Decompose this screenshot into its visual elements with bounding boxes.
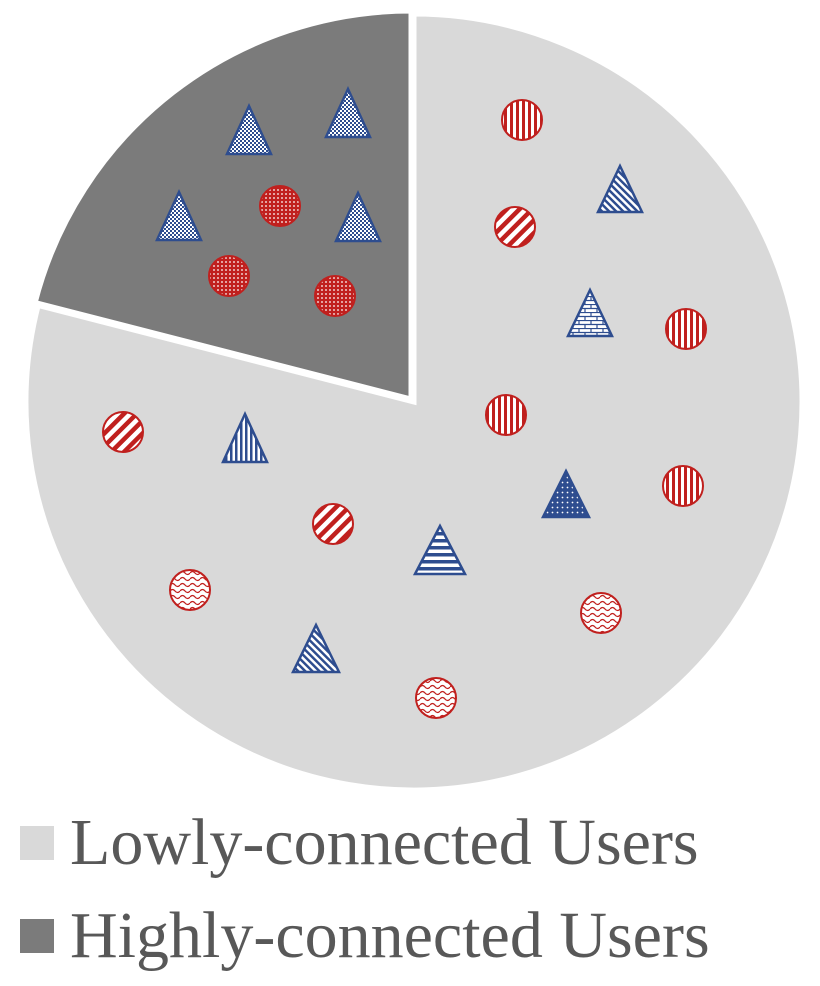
user-circle-icon <box>665 308 707 350</box>
user-circle-icon <box>312 503 354 545</box>
user-triangle-icon <box>566 287 614 338</box>
user-circle-icon <box>485 394 527 436</box>
user-triangle-icon <box>225 102 273 156</box>
legend-label-lowly: Lowly-connected Users <box>70 806 699 879</box>
user-triangle-icon <box>324 85 372 139</box>
user-circle-icon <box>580 592 622 634</box>
user-circle-icon <box>102 411 144 453</box>
user-triangle-icon <box>540 468 592 519</box>
user-triangle-icon <box>221 410 269 464</box>
user-circle-icon <box>259 185 301 227</box>
user-circle-icon <box>208 255 250 297</box>
user-triangle-icon <box>155 188 203 242</box>
user-circle-icon <box>494 206 536 248</box>
legend-swatch-highly <box>20 919 54 953</box>
user-circle-icon <box>415 677 457 719</box>
user-connectivity-pie-diagram <box>26 11 802 790</box>
user-circle-icon <box>501 99 543 141</box>
legend-swatch-lowly <box>20 826 54 860</box>
highly-connected-symbols <box>155 85 382 317</box>
user-triangle-icon <box>596 163 644 214</box>
user-circle-icon <box>314 275 356 317</box>
legend-item-highly: Highly-connected Users <box>20 903 820 969</box>
user-circle-icon <box>169 569 211 611</box>
lowly-connected-symbols <box>102 99 707 719</box>
legend-item-lowly: Lowly-connected Users <box>20 810 820 876</box>
user-triangle-icon <box>334 189 382 243</box>
user-triangle-icon <box>290 622 342 674</box>
user-triangle-icon <box>412 523 468 576</box>
user-circle-icon <box>662 465 704 507</box>
legend-label-highly: Highly-connected Users <box>70 899 710 972</box>
